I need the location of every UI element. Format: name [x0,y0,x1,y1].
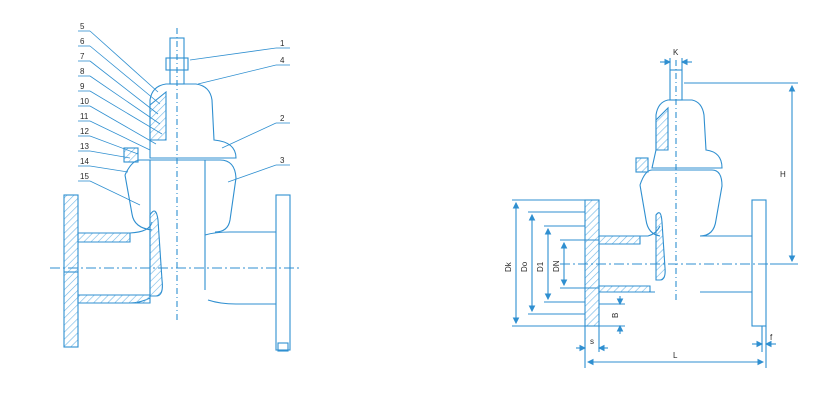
callout-5: 5 [80,22,85,31]
dim-label-s: s [590,337,594,346]
left-callouts: 5 6 7 8 9 10 11 12 13 14 15 [78,22,163,206]
dim-label-h: H [780,170,786,179]
dim-valve-body [639,169,723,237]
callout-8-leader [89,75,161,125]
callout-15: 15 [80,172,89,181]
callout-10: 10 [80,97,89,106]
section-view [50,28,300,352]
callout-12: 12 [80,127,89,136]
callout-right-4-leader [197,64,277,85]
callout-9-leader [89,90,163,135]
dim-label-dn: DN [552,260,561,272]
callout-14-leader [89,165,129,173]
callout-right-4: 4 [280,56,285,65]
valve-body [124,159,237,233]
right-callouts: 1 4 2 3 [189,39,290,183]
callout-right-2: 2 [280,114,285,123]
dim-label-do: Do [520,261,529,272]
dim-bonnet [651,99,723,169]
left-flange [63,194,79,348]
callout-11-leader [89,120,151,151]
dim-right-flange [751,199,767,327]
callout-7: 7 [80,52,85,61]
callout-15-leader [89,180,141,206]
callout-12-leader [89,135,139,155]
callout-11: 11 [80,112,89,121]
callout-right-1-leader [189,47,277,61]
callout-right-1: 1 [280,39,285,48]
callout-5-leader [89,30,159,93]
dim-label-d1: D1 [536,261,545,272]
callout-6: 6 [80,37,85,46]
dim-label-b: B [611,313,620,318]
callout-13: 13 [80,142,89,151]
callout-10-leader [89,105,157,145]
callout-right-3: 3 [280,156,285,165]
callout-9: 9 [80,82,85,91]
gate-wedge [149,210,163,297]
callout-7-leader [89,60,159,115]
dimension-view [512,58,798,368]
callout-13-leader [89,150,131,159]
callout-right-3-leader [227,164,277,183]
callout-6-leader [89,45,161,105]
dim-label-k: K [673,48,679,57]
right-flange [275,194,291,351]
callout-right-2-leader [221,122,277,149]
dim-label-f: f [770,333,773,342]
dimension-labels: K H Dk Do D1 DN B s f L [504,48,786,360]
callout-14: 14 [80,157,89,166]
dim-left-flange [584,199,600,327]
dim-label-dk: Dk [504,261,513,272]
dim-label-l: L [673,351,678,360]
callout-8: 8 [80,67,85,76]
